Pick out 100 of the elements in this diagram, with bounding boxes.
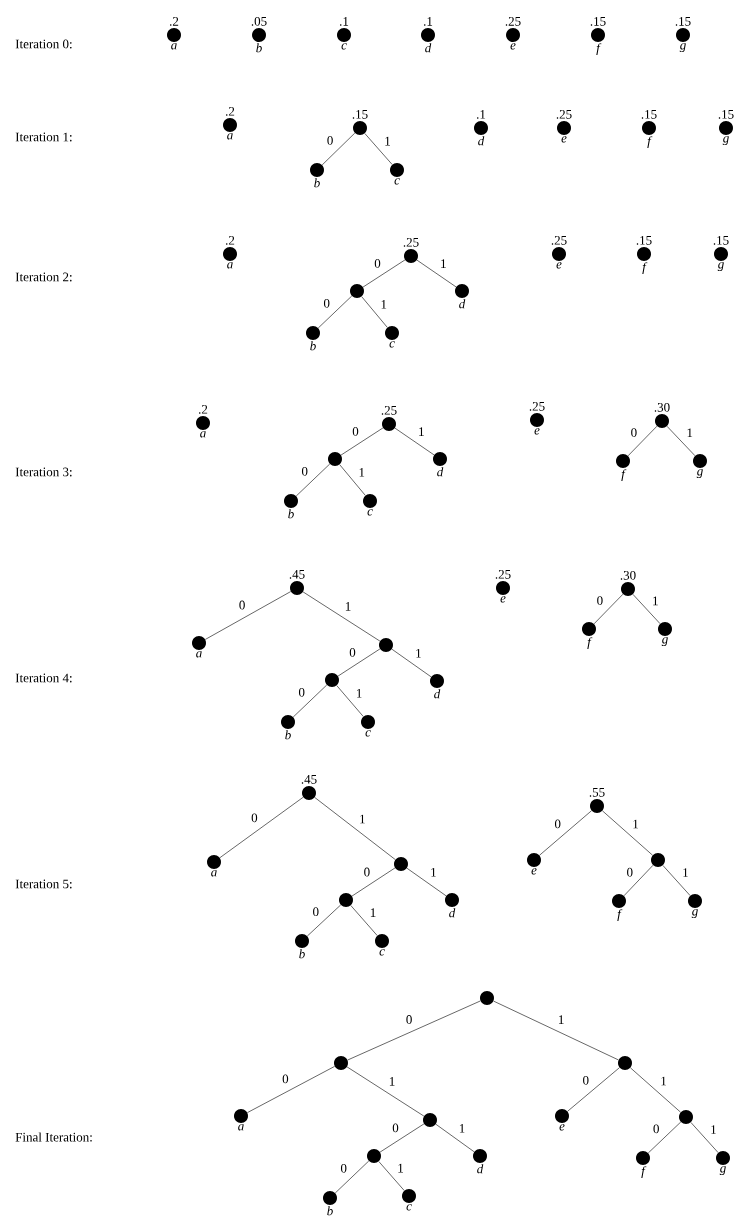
bit-label: 0 (583, 1075, 589, 1085)
probability-label: .1 (424, 17, 433, 26)
tree-branch (339, 464, 366, 496)
bit-label: 1 (360, 814, 365, 824)
tree-branch (306, 904, 342, 937)
symbol-label: b (285, 730, 291, 740)
symbol-label: b (314, 178, 320, 188)
bit-label: 0 (364, 867, 370, 877)
probability-label: .55 (589, 788, 605, 797)
probability-label: .25 (529, 402, 545, 411)
bit-label: 1 (370, 908, 376, 917)
tree-branch (627, 425, 658, 457)
symbol-label: d (449, 908, 456, 918)
iteration-label: Iteration 5: (15, 879, 72, 889)
bit-label: 0 (631, 428, 637, 437)
symbol-label: g (719, 1166, 726, 1176)
symbol-label: b (327, 1206, 333, 1216)
tree-branch (346, 1066, 425, 1117)
tree-branch (295, 463, 331, 497)
symbol-label: g (717, 262, 724, 272)
symbol-label: g (661, 637, 668, 647)
symbol-label: a (200, 431, 206, 438)
bit-label: 1 (345, 602, 351, 611)
tree-branch (630, 1067, 681, 1113)
tree-branch (406, 867, 447, 897)
iteration-label: Final Iteration: (15, 1132, 92, 1142)
bit-label: 1 (711, 1125, 716, 1134)
iteration-label: Iteration 2: (15, 272, 72, 282)
symbol-label: a (227, 133, 233, 140)
probability-label: .2 (226, 107, 235, 116)
dot (367, 1149, 381, 1163)
iteration-label: Iteration 0: (15, 39, 72, 49)
tree-branch (567, 1067, 620, 1112)
bit-label: 1 (653, 596, 658, 606)
symbol-label: f (642, 262, 648, 275)
symbol-label: c (365, 730, 371, 737)
probability-label: .15 (352, 110, 368, 119)
bit-label: 0 (653, 1124, 659, 1134)
symbol-label: e (510, 43, 516, 50)
tree-branch (362, 259, 406, 288)
dot (679, 1110, 693, 1124)
bit-label: 0 (298, 687, 305, 697)
symbol-label: c (406, 1204, 412, 1211)
probability-label: .15 (718, 110, 734, 119)
probability-label: .1 (477, 110, 486, 119)
bit-label: 0 (597, 596, 603, 605)
bit-label: 0 (374, 259, 381, 268)
bit-label: 0 (301, 466, 308, 476)
tree-branch (394, 427, 435, 456)
symbol-label: e (500, 596, 506, 603)
symbol-label: c (394, 178, 400, 185)
symbol-label: c (367, 509, 373, 516)
probability-label: .25 (551, 236, 567, 245)
symbol-label: g (722, 136, 729, 146)
symbol-label: e (531, 868, 537, 875)
tree-branch (623, 864, 654, 897)
symbol-label: a (211, 870, 217, 877)
probability-label: .05 (251, 17, 267, 26)
symbol-label: a (196, 651, 202, 658)
symbol-label: f (617, 909, 623, 922)
tree-branch (378, 1161, 405, 1191)
dot (334, 1056, 348, 1070)
dot (339, 893, 353, 907)
bit-label: 0 (340, 1163, 347, 1173)
dot (325, 673, 339, 687)
tree-branch (364, 133, 393, 165)
symbol-label: f (587, 637, 593, 650)
bit-label: 1 (398, 1163, 403, 1173)
dot (350, 284, 364, 298)
bit-label: 0 (349, 648, 356, 657)
probability-label: .45 (289, 570, 305, 579)
probability-label: .1 (340, 17, 349, 26)
bit-label: 1 (661, 1076, 666, 1086)
iteration-label: Iteration 1: (15, 132, 72, 142)
symbol-label: d (478, 136, 485, 146)
symbol-label: a (227, 262, 233, 269)
symbol-label: b (256, 43, 262, 53)
bit-label: 1 (389, 1077, 395, 1086)
dot (480, 991, 494, 1005)
tree-branch (219, 796, 304, 859)
symbol-label: f (621, 469, 627, 482)
bit-label: 1 (687, 428, 693, 437)
bit-label: 1 (683, 868, 688, 877)
tree-branch (350, 905, 378, 936)
symbol-label: d (459, 299, 466, 309)
dot (618, 1056, 632, 1070)
tree-branch (340, 427, 384, 456)
probability-label: .25 (381, 406, 397, 415)
probability-label: .2 (226, 236, 235, 245)
bit-label: 1 (416, 648, 421, 658)
probability-label: .25 (495, 570, 511, 579)
bit-label: 0 (327, 136, 333, 145)
tree-branch (602, 810, 653, 856)
bit-label: 1 (431, 867, 436, 877)
symbol-label: a (171, 43, 177, 50)
symbol-label: g (679, 43, 686, 53)
bit-label: 0 (627, 867, 633, 877)
tree-branch (314, 797, 396, 860)
bit-label: 1 (359, 468, 365, 477)
symbol-label: b (310, 341, 316, 351)
